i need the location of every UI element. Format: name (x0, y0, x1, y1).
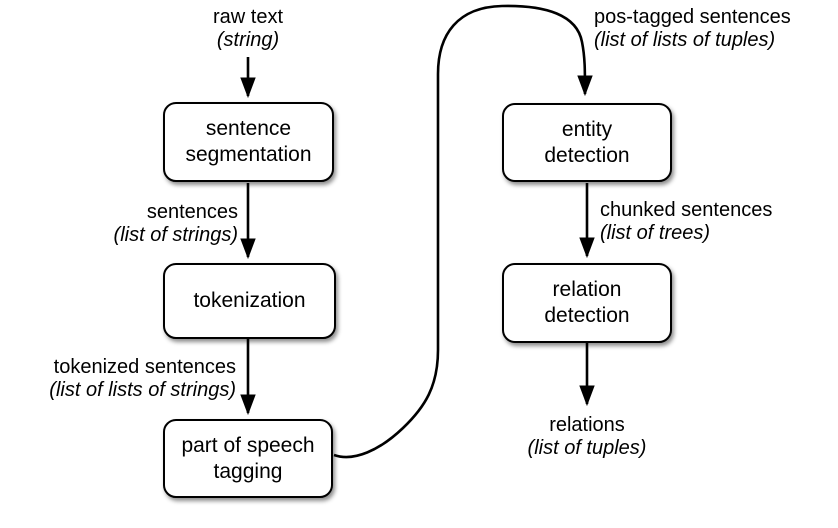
label-sentences: sentences (list of strings) (18, 201, 238, 247)
node-part-of-speech-tagging: part of speech tagging (163, 419, 333, 498)
node-relation-detection: relation detection (502, 263, 672, 343)
label-name: tokenized sentences (53, 356, 236, 378)
label-type: (string) (216, 29, 280, 51)
node-label: relation (552, 278, 622, 301)
label-tokenized-sentences: tokenized sentences (list of lists of st… (6, 356, 236, 402)
label-relations: relations (list of tuples) (487, 414, 687, 460)
label-type: (list of strings) (113, 224, 238, 246)
label-type: (list of tuples) (527, 437, 647, 459)
node-label: tagging (213, 459, 283, 483)
label-type: (list of lists of tuples) (594, 29, 776, 51)
label-type: (list of lists of strings) (49, 379, 236, 401)
node-tokenization: tokenization (163, 263, 336, 339)
curve-postagging-to-entitydetection (333, 4, 593, 459)
node-label: entity (561, 117, 613, 141)
node-sentence-segmentation: sentence segmentation (163, 102, 334, 182)
label-name: raw text (212, 6, 284, 28)
label-type: (list of trees) (600, 222, 711, 244)
node-label: part of speech (181, 433, 315, 457)
node-label: sentence (205, 117, 292, 140)
label-chunked-sentences: chunked sentences (list of trees) (600, 199, 830, 245)
node-label: tokenization (193, 289, 306, 312)
label-name: pos-tagged sentences (594, 6, 791, 28)
node-entity-detection: entity detection (502, 103, 672, 182)
label-raw-text: raw text (string) (148, 6, 348, 52)
node-label: segmentation (185, 143, 312, 166)
label-name: sentences (146, 201, 238, 223)
label-pos-tagged-sentences: pos-tagged sentences (list of lists of t… (594, 6, 834, 52)
node-label: detection (544, 304, 630, 327)
label-name: relations (549, 414, 625, 436)
label-name: chunked sentences (600, 199, 773, 221)
node-label: detection (544, 143, 630, 167)
